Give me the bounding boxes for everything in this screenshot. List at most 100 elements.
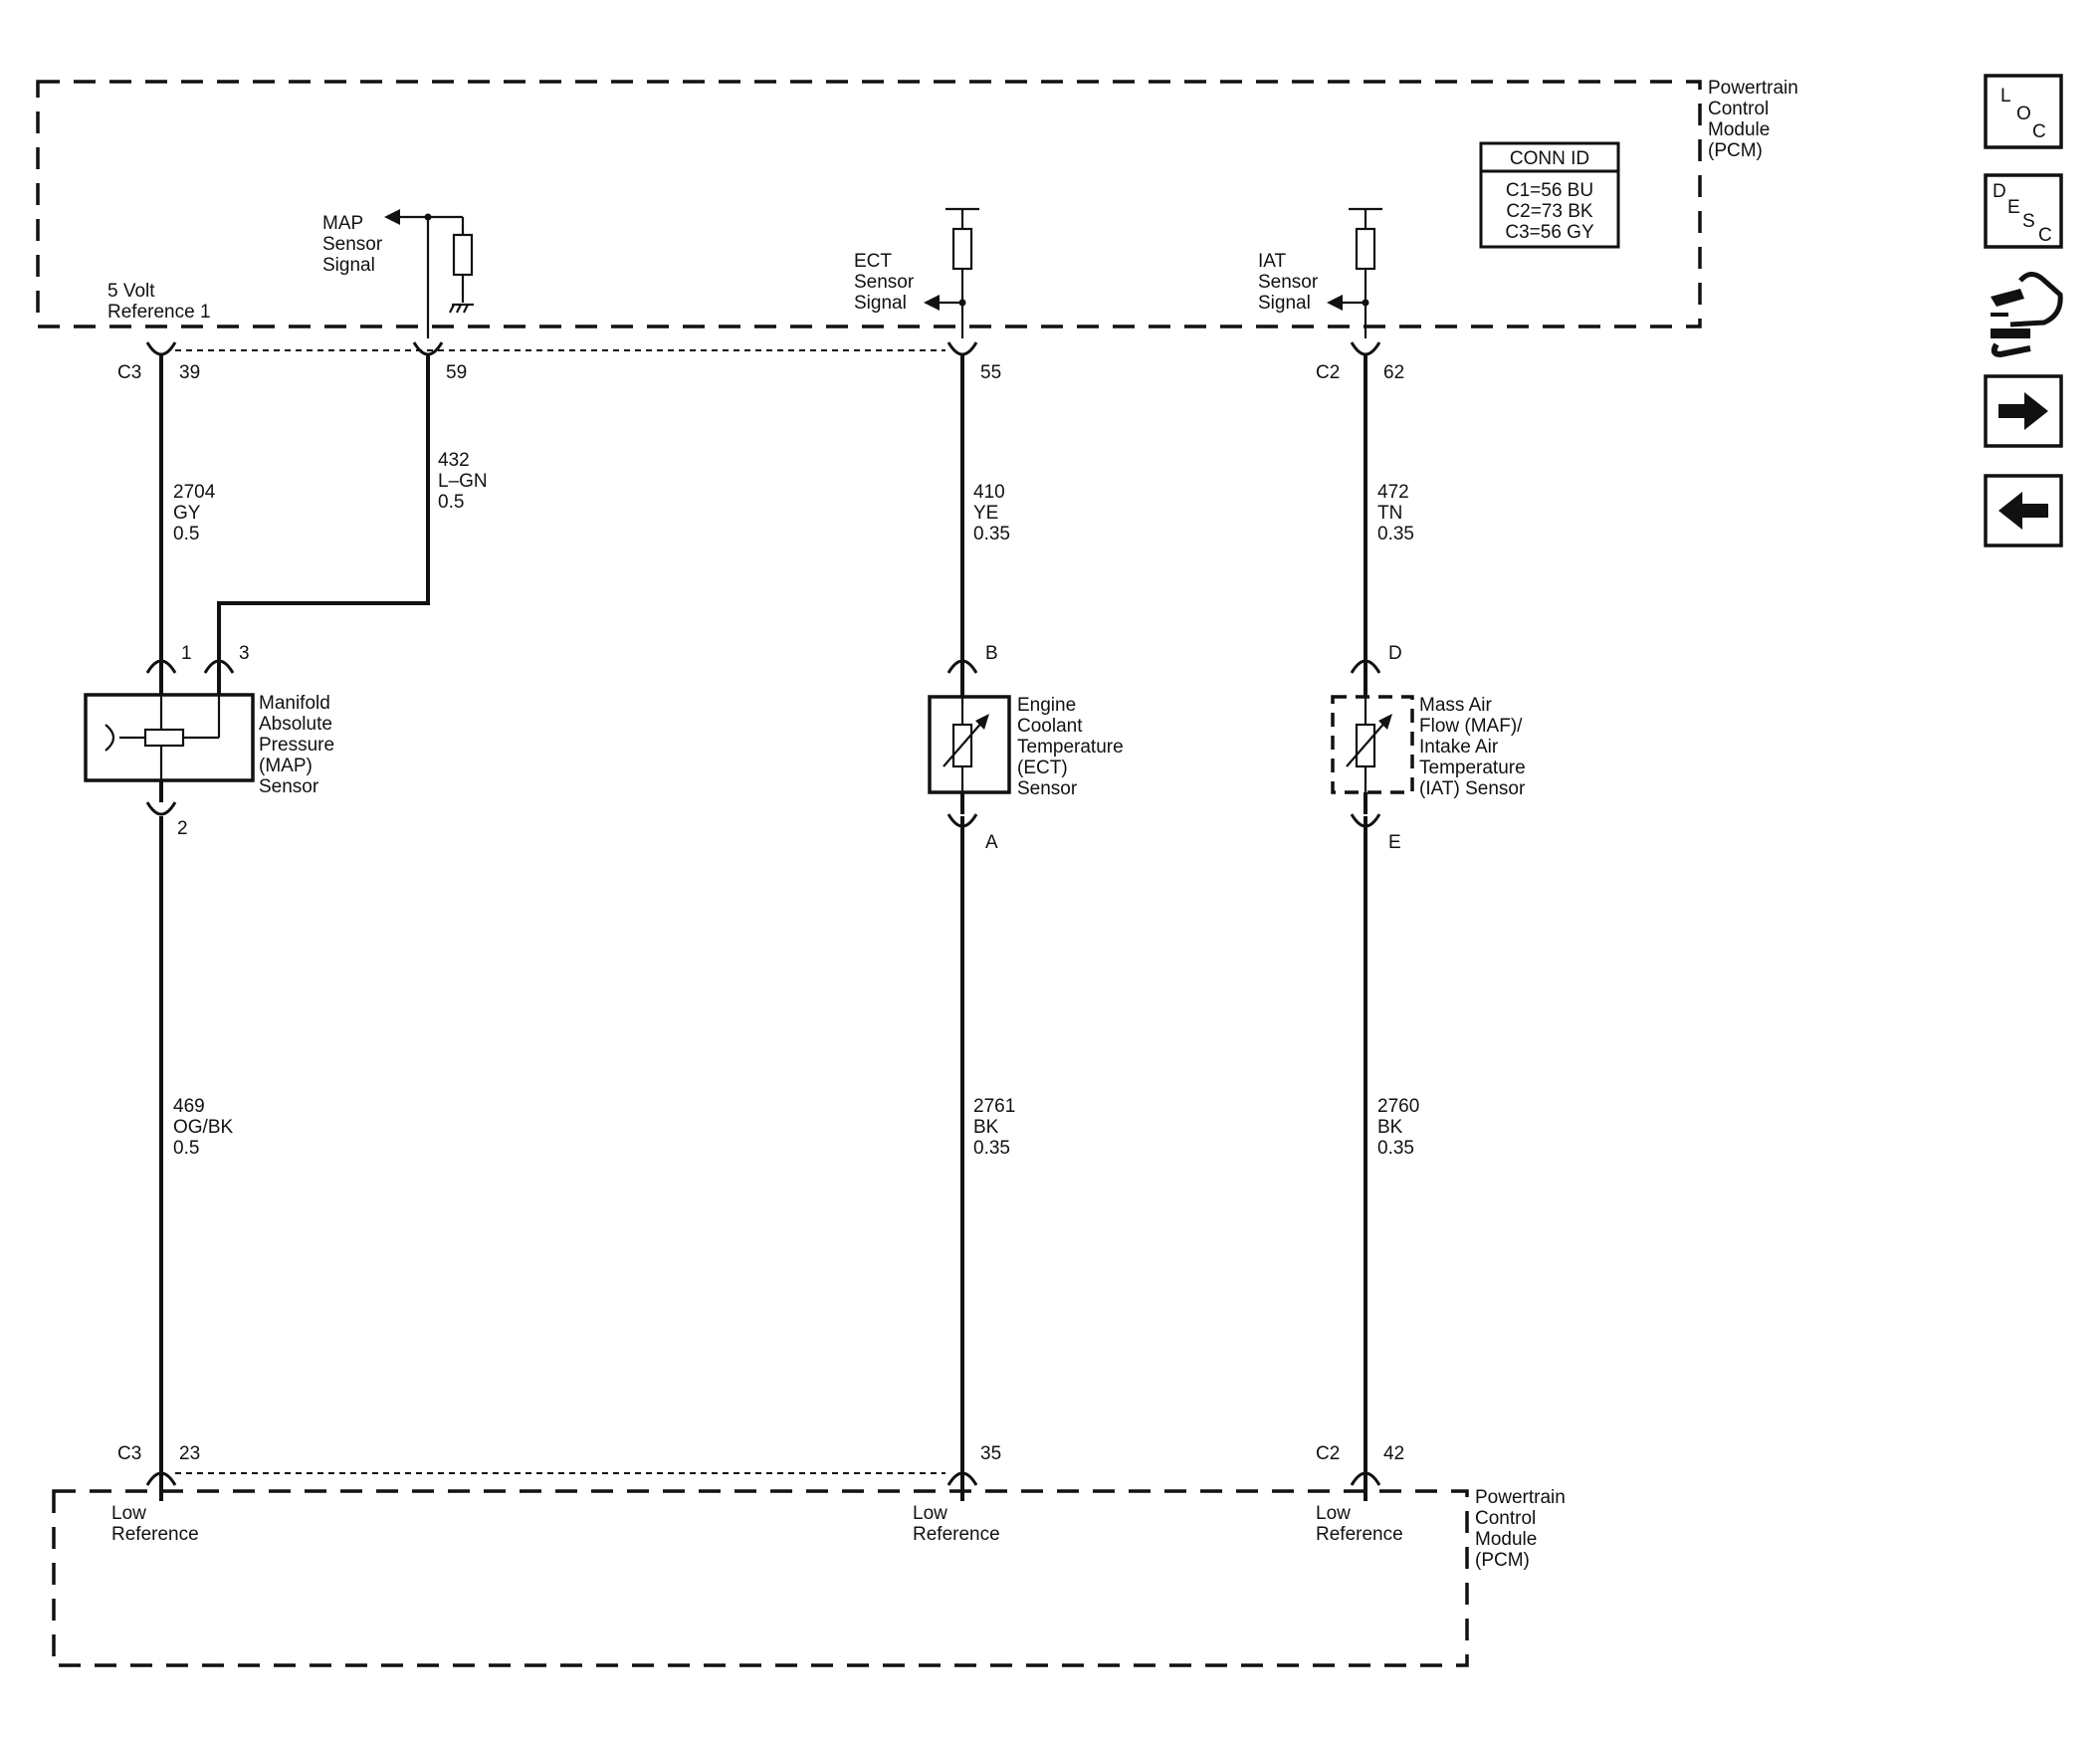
wire-label-432: 432 L–GN 0.5 [438, 450, 488, 513]
signal-label-line: Sensor [322, 234, 383, 255]
connector-id: C2 [1316, 1443, 1340, 1464]
pin-number: 55 [980, 362, 1001, 383]
component-label-line: (IAT) Sensor [1419, 778, 1526, 799]
wire-432 [217, 354, 430, 657]
pcm-label-line: (PCM) [1475, 1550, 1530, 1571]
pcm-label-line: (PCM) [1708, 140, 1763, 161]
arrow-right-icon[interactable] [1984, 374, 2063, 448]
map-sensor-resistor [143, 728, 185, 748]
pin-55: 55 [946, 341, 1001, 383]
wire-label-469: 469 OG/BK 0.5 [173, 1096, 234, 1159]
signal-label-line: ECT [854, 251, 892, 272]
wire-label-2761: 2761 BK 0.35 [973, 1096, 1015, 1159]
desc-letter: C [2038, 225, 2052, 246]
signal-label-line: IAT [1258, 251, 1287, 272]
pin-number: 2 [177, 818, 188, 839]
component-label-line: Coolant [1017, 716, 1083, 737]
pin-number: 35 [980, 1443, 1001, 1464]
signal-label-line: Reference [111, 1524, 199, 1545]
pcm-label-line: Module [1708, 119, 1770, 140]
conn-id-title: CONN ID [1510, 148, 1589, 169]
maf-iat-sensor-component: D E Mass Air Flow (MAF)/ Intake Air Temp… [1331, 643, 1526, 853]
pin-number: 62 [1383, 362, 1404, 383]
map-sensor-signal-circuit: MAP Sensor Signal [322, 209, 474, 338]
pin-number: A [985, 832, 998, 853]
wire-color: OG/BK [173, 1117, 234, 1138]
signal-label-line: Sensor [854, 272, 915, 293]
wire-circuit-number: 2761 [973, 1096, 1015, 1117]
connector-id: C3 [117, 362, 141, 383]
pin-number: 23 [179, 1443, 200, 1464]
pin-number: 59 [446, 362, 467, 383]
wire-color: L–GN [438, 471, 488, 492]
pin-c3-23: C3 23 [117, 1443, 200, 1501]
conn-id-table: CONN ID C1=56 BU C2=73 BK C3=56 GY [1479, 141, 1620, 249]
iat-sensor-signal-circuit: IAT Sensor Signal [1258, 207, 1382, 338]
wire-gauge: 0.5 [173, 524, 199, 544]
connector-id: C2 [1316, 362, 1340, 383]
low-reference-label-3: Low Reference [1316, 1503, 1403, 1545]
component-label-line: Absolute [259, 714, 332, 735]
pin-c2-62: C2 62 [1316, 341, 1404, 383]
signal-label-line: Reference [913, 1524, 1000, 1545]
signal-label-line: Reference [1316, 1524, 1403, 1545]
pcm-bottom-label: Powertrain Control Module (PCM) [1475, 1487, 1566, 1571]
wire-gauge: 0.35 [973, 524, 1010, 544]
pcm-label-line: Powertrain [1475, 1487, 1566, 1508]
loc-letter: L [2000, 86, 2011, 107]
pcm-bottom-box [52, 1489, 1469, 1667]
wire-circuit-number: 410 [973, 482, 1005, 503]
component-label-line: Pressure [259, 735, 334, 756]
pcm-top-box [36, 80, 1702, 328]
signal-label-line: Signal [854, 293, 907, 314]
signal-label-line: Signal [322, 255, 375, 276]
component-label-line: Manifold [259, 693, 330, 714]
signal-label-line: Low [111, 1503, 146, 1524]
wire-circuit-number: 432 [438, 450, 470, 471]
ect-sensor-component: B A Engine Coolant Temperature (ECT) Sen… [928, 643, 1124, 853]
component-label-line: Engine [1017, 695, 1076, 716]
arrow-left-icon[interactable] [1984, 474, 2063, 547]
pin-35: 35 [946, 1443, 1001, 1501]
pin-c3-39: C3 39 [117, 341, 200, 383]
desc-button[interactable]: D E S C [1984, 173, 2063, 249]
wire-color: TN [1377, 503, 1402, 524]
wire-label-2760: 2760 BK 0.35 [1377, 1096, 1419, 1159]
signal-label-line: 5 Volt [107, 281, 155, 302]
component-label-line: Flow (MAF)/ [1419, 716, 1523, 737]
conn-id-row: C2=73 BK [1506, 201, 1592, 222]
wire-gauge: 0.35 [973, 1138, 1010, 1159]
pin-59: 59 [412, 341, 467, 383]
pcm-label-line: Control [1708, 99, 1769, 119]
signal-label-line: Reference 1 [107, 302, 211, 323]
low-reference-label-1: Low Reference [111, 1503, 199, 1545]
pcm-label-line: Module [1475, 1529, 1537, 1550]
wire-color: BK [1377, 1117, 1403, 1138]
pin-c2-42: C2 42 [1316, 1443, 1404, 1501]
low-reference-label-2: Low Reference [913, 1503, 1000, 1545]
component-label-line: Intake Air [1419, 737, 1499, 758]
pin-number: 39 [179, 362, 200, 383]
component-label-line: Mass Air [1419, 695, 1493, 716]
conn-id-row: C3=56 GY [1505, 222, 1594, 243]
desc-letter: D [1993, 181, 2006, 202]
pcm-label-line: Control [1475, 1508, 1536, 1529]
wire-circuit-number: 2704 [173, 482, 216, 503]
five-volt-reference-label: 5 Volt Reference 1 [107, 281, 211, 323]
wire-circuit-number: 469 [173, 1096, 205, 1117]
component-label-line: Sensor [1017, 778, 1078, 799]
wire-label-472: 472 TN 0.35 [1377, 482, 1414, 544]
conn-id-row: C1=56 BU [1506, 180, 1593, 201]
desc-letter: S [2022, 211, 2035, 232]
connector-hand-icon[interactable] [1991, 272, 2063, 358]
wire-label-410: 410 YE 0.35 [973, 482, 1010, 544]
pcm-label-line: Powertrain [1708, 78, 1798, 99]
pin-number: D [1388, 643, 1402, 664]
loc-button[interactable]: L O C [1984, 74, 2063, 149]
component-label-line: Temperature [1017, 737, 1124, 758]
desc-letter: E [2007, 197, 2020, 218]
loc-letter: C [2032, 121, 2046, 142]
signal-label-line: Sensor [1258, 272, 1319, 293]
connector-id: C3 [117, 1443, 141, 1464]
